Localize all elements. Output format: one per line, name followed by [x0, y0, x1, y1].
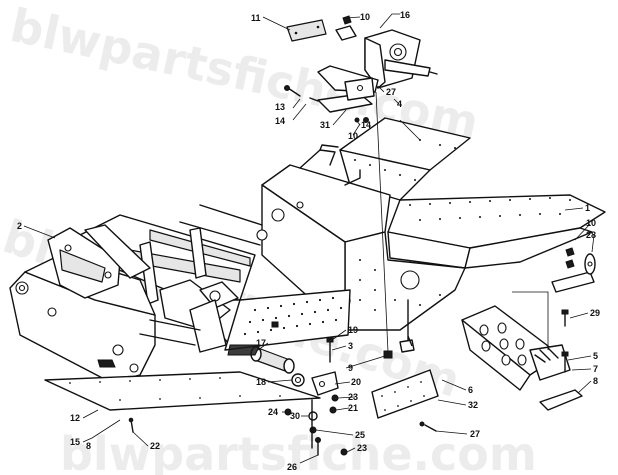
callout-21: 19 [348, 325, 358, 335]
callout-23-upper: 23 [348, 392, 358, 402]
callout-3: 3 [348, 341, 353, 351]
callout-17: 16 [400, 10, 410, 20]
callout-10-top: 10 [360, 12, 370, 22]
callout-8-left: 8 [86, 441, 91, 451]
callout-18: 17 [256, 338, 266, 348]
front-frame [59, 204, 351, 374]
leader-lines [23, 13, 595, 464]
callout-16: 15 [70, 437, 80, 447]
callout-32: 32 [468, 400, 478, 410]
callout-1: 1 [585, 203, 590, 213]
callout-11: 11 [251, 13, 261, 23]
callout-15: 22 [150, 441, 160, 451]
callout-6: 6 [468, 385, 473, 395]
callout-23-lower: 23 [357, 443, 367, 453]
callout-10-right: 10 [586, 218, 596, 228]
callout-12: 12 [70, 413, 80, 423]
callout-26: 26 [287, 462, 297, 472]
callout-2: 2 [17, 221, 22, 231]
front-bumper-assembly [9, 224, 239, 383]
callout-5: 5 [593, 351, 598, 361]
callout-29: 29 [590, 308, 600, 318]
callout-20: 20 [351, 377, 361, 387]
callout-10-lower: 10 [348, 131, 358, 141]
callout-22: 21 [348, 403, 358, 413]
fasteners [128, 299, 415, 456]
callout-25: 25 [355, 430, 365, 440]
belly-pan [44, 371, 321, 411]
callout-7: 7 [593, 364, 598, 374]
callout-27-upper: 27 [386, 87, 396, 97]
callout-14-left: 14 [275, 116, 285, 126]
callout-13: 13 [275, 102, 285, 112]
callout-8-right: 8 [593, 376, 598, 386]
callout-31: 31 [320, 120, 330, 130]
footrest-assembly [461, 305, 583, 411]
watermark-text-bottom: blwpartsfiche.com [60, 427, 537, 475]
callout-28: 28 [586, 230, 596, 240]
callout-labels: 11 10 16 27 4 13 14 31 14 10 1 2 10 28 2… [17, 10, 600, 472]
callout-30: 30 [290, 411, 300, 421]
side-panel [371, 369, 439, 432]
callout-19: 18 [256, 377, 266, 387]
callout-9: 9 [348, 363, 353, 373]
callout-4: 4 [397, 99, 402, 109]
callout-24: 24 [268, 407, 278, 417]
steering-support-bracket [284, 15, 438, 353]
chassis-tunnel [256, 117, 606, 331]
callout-14-right: 14 [361, 120, 371, 130]
hitch-pin-assembly [512, 247, 596, 350]
callout-27-lower: 27 [470, 429, 480, 439]
